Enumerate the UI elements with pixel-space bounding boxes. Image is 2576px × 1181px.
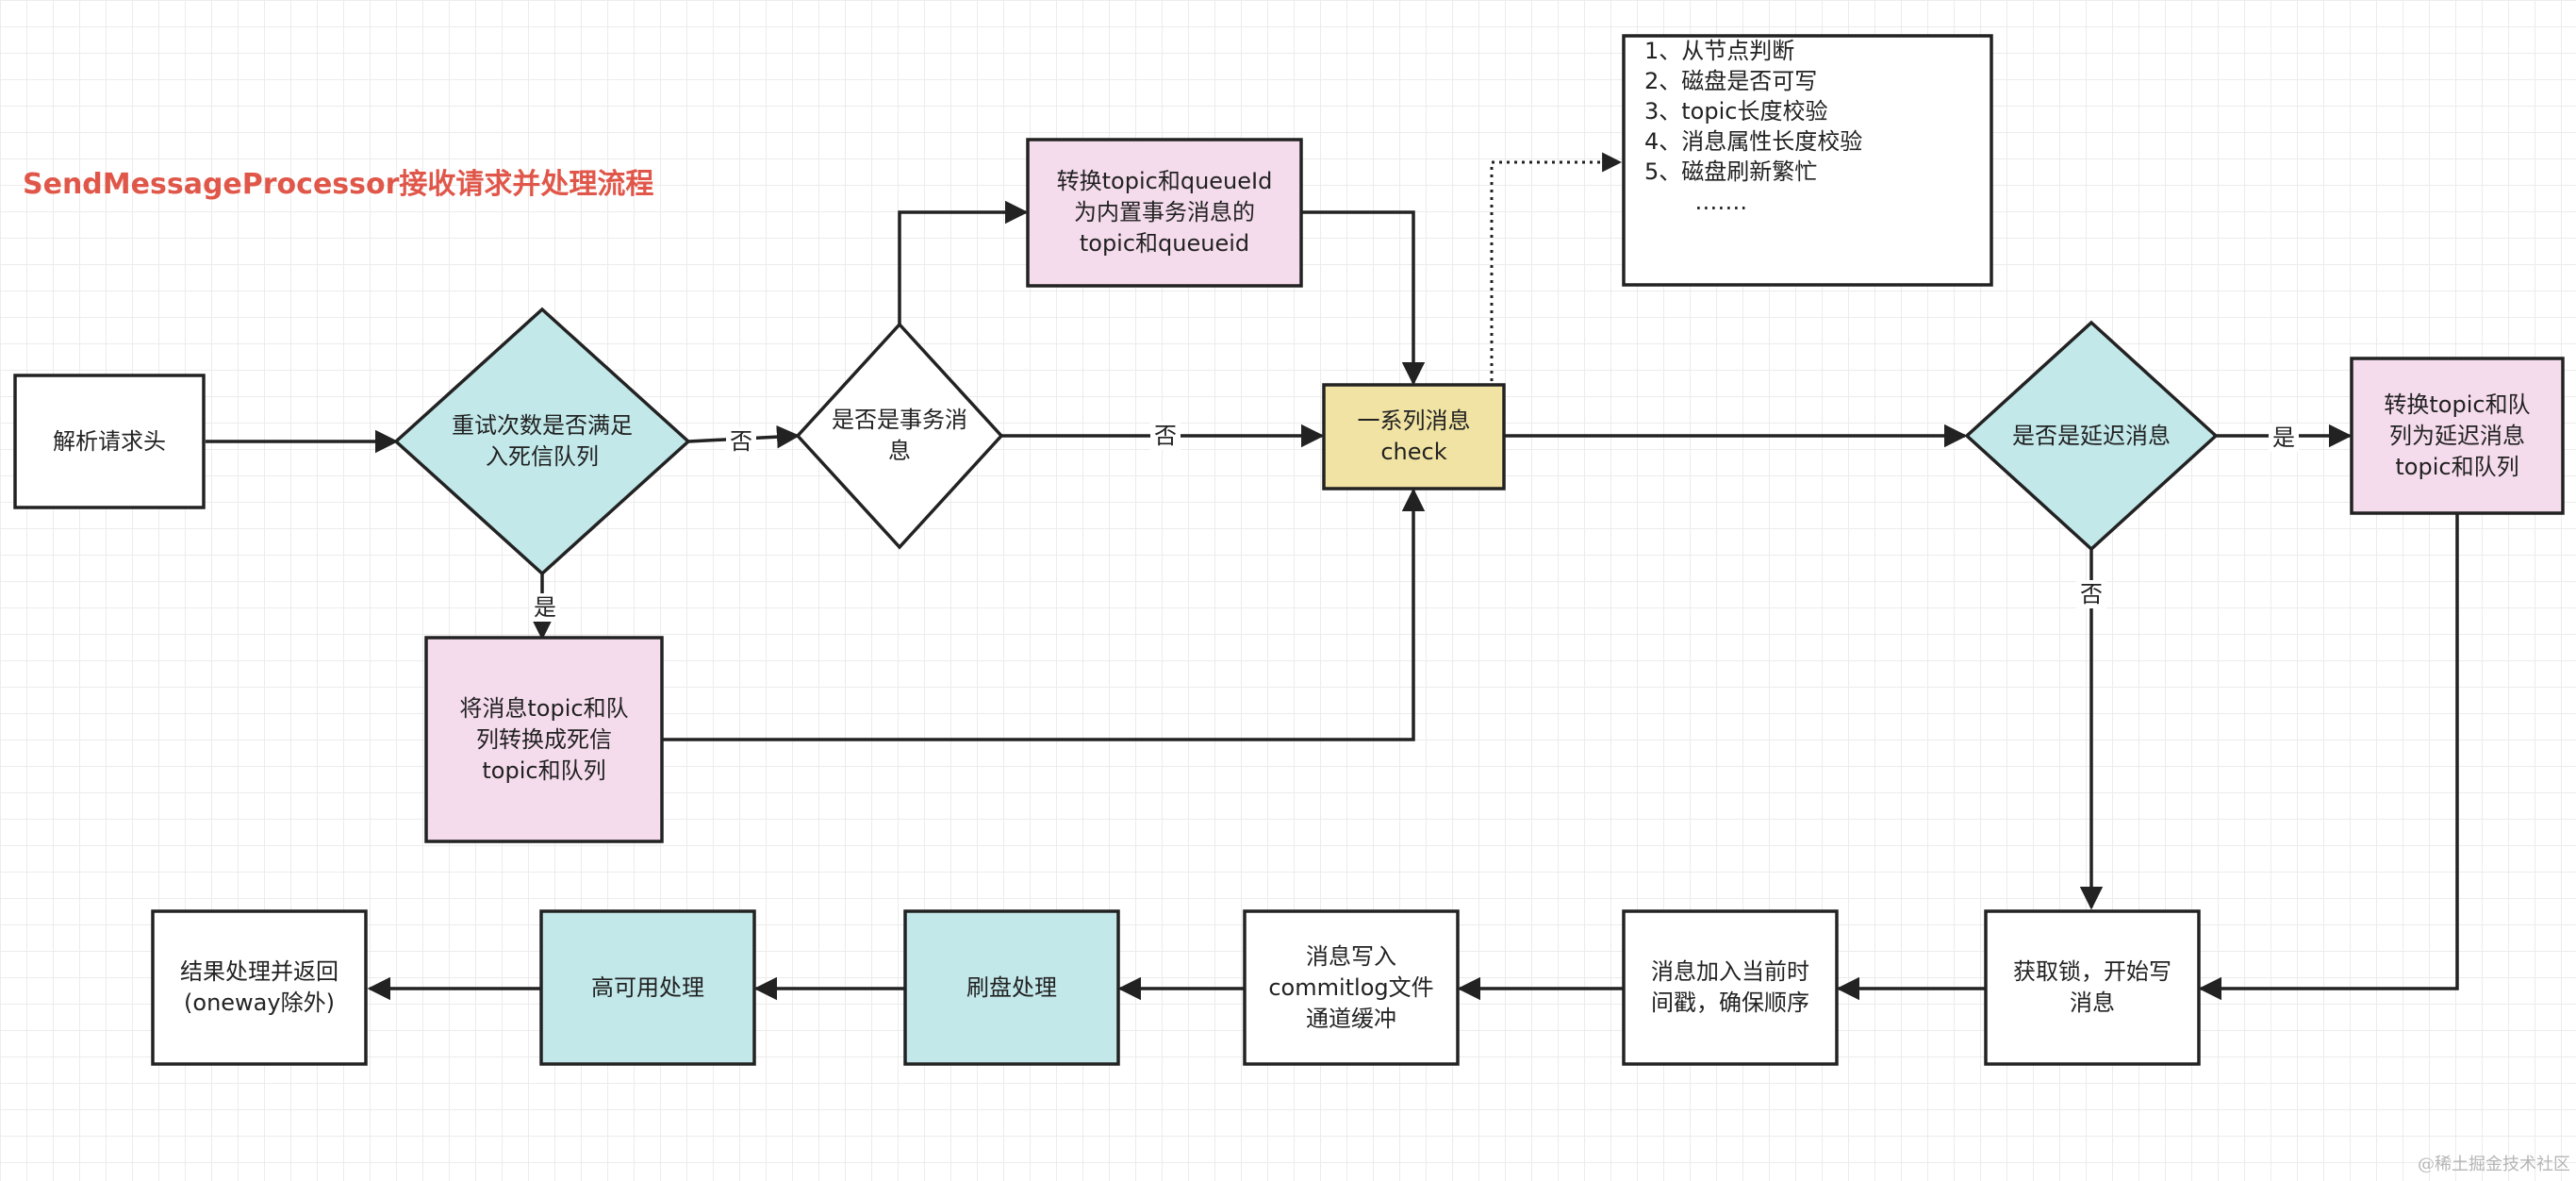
edge-label-tx-no: 否	[1150, 422, 1181, 450]
edge-label-delay-no: 否	[2076, 580, 2106, 608]
node-dlq-convert	[424, 636, 664, 843]
node-message-checks	[1322, 383, 1506, 491]
edge-converttx-to-check	[1301, 210, 1426, 386]
edge-label-retry-no: 否	[726, 427, 756, 456]
node-convert-transaction	[1026, 138, 1303, 288]
node-get-lock	[1984, 909, 2201, 1066]
node-transaction-decision	[795, 322, 1004, 550]
node-delay-decision	[1964, 320, 2219, 552]
edge-tx-yes	[898, 200, 1029, 324]
check-note-item: 3、topic长度校验	[1644, 98, 1828, 125]
node-check-notes	[1622, 34, 1993, 287]
edge-convertdelay-to-lock	[2198, 513, 2459, 1001]
node-add-timestamp	[1622, 909, 1839, 1066]
edge-label-retry-yes: 是	[530, 593, 560, 622]
node-ha	[539, 909, 756, 1066]
node-flush	[903, 909, 1120, 1066]
node-result	[151, 909, 368, 1066]
check-note-item: 1、从节点判断	[1644, 38, 1795, 64]
check-note-item: …….	[1644, 189, 1748, 215]
edge-dlq-to-check	[662, 488, 1426, 741]
diagram-title: SendMessageProcessor接收请求并处理流程	[23, 168, 654, 201]
edge-check-to-notes	[1490, 152, 1623, 389]
check-notes-text: 1、从节点判断 2、磁盘是否可写 3、topic长度校验 4、消息属性长度校验 …	[1626, 36, 1984, 283]
check-note-item: 2、磁盘是否可写	[1644, 68, 1818, 94]
edge-label-delay-yes: 是	[2269, 424, 2299, 452]
node-convert-delay	[2350, 357, 2565, 515]
node-retry-decision	[393, 307, 691, 576]
check-note-item: 4、消息属性长度校验	[1644, 128, 1863, 155]
check-note-item: 5、磁盘刷新繁忙	[1644, 158, 1818, 185]
watermark: @稀土掘金技术社区	[2418, 1155, 2570, 1174]
node-parse-header	[13, 374, 206, 509]
node-write-commitlog	[1243, 909, 1460, 1066]
